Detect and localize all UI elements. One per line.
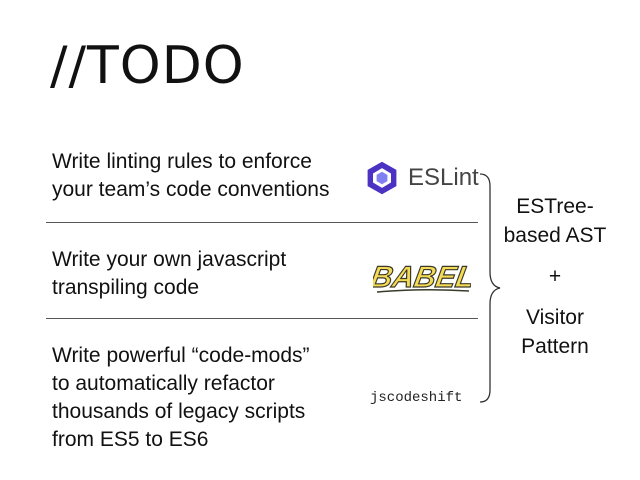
row-text-line: transpiling code: [52, 276, 200, 299]
summary-line: Pattern: [521, 335, 589, 358]
summary-plus: +: [548, 265, 562, 288]
summary-text: ESTree- based AST + Visitor Pattern: [495, 192, 615, 361]
row-text-line: from ES5 to ES6: [52, 428, 209, 451]
summary-line: Visitor: [526, 306, 584, 329]
eslint-hexagon-icon: [367, 161, 397, 195]
row-text-line: to automatically refactor: [52, 372, 275, 395]
slide-title: //TODO: [50, 36, 245, 96]
summary-line: ESTree-: [516, 195, 594, 218]
row-text-line: Write powerful “code-mods”: [52, 344, 310, 367]
row-jscodeshift-text: Write powerful “code-mods” to automatica…: [52, 342, 310, 454]
row-babel-text: Write your own javascript transpiling co…: [52, 246, 286, 302]
curly-brace: [479, 173, 501, 403]
jscodeshift-label: jscodeshift: [370, 390, 463, 406]
row-text-line: Write your own javascript: [52, 248, 287, 271]
eslint-logo: ESLint: [364, 160, 479, 196]
babel-wordmark: BABEL: [373, 261, 471, 294]
row-text-line: Write linting rules to enforce: [52, 150, 312, 173]
row-divider: [46, 222, 478, 223]
summary-line: based AST: [503, 224, 607, 247]
eslint-wordmark: ESLint: [408, 164, 479, 191]
row-text-line: your team’s code conventions: [52, 178, 330, 201]
row-eslint-text: Write linting rules to enforce your team…: [52, 148, 329, 204]
babel-logo: BABEL: [368, 255, 478, 304]
row-text-line: thousands of legacy scripts: [52, 400, 306, 423]
row-divider: [46, 318, 478, 319]
